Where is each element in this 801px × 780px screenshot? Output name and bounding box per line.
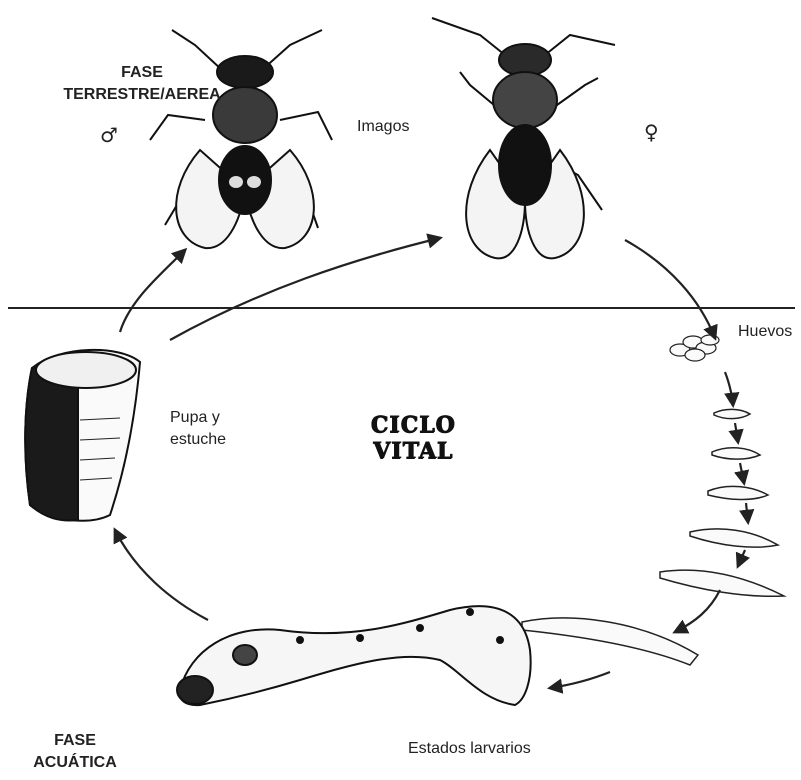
- small-larvae-illustration: [522, 409, 784, 665]
- large-larva-illustration: [177, 606, 531, 705]
- arrow-larva6-to-big: [550, 672, 610, 688]
- pupa-line1: Pupa y: [170, 407, 226, 429]
- arrow-pupa-to-female: [170, 238, 440, 340]
- arrow-larva1-to-2: [735, 423, 738, 442]
- arrow-eggs-to-larva1: [725, 372, 733, 405]
- cycle-title-line2: VITAL: [358, 438, 468, 464]
- phase-air-label: FASE TERRESTRE/AEREA: [62, 62, 222, 106]
- phase-air-line2: TERRESTRE/AEREA: [62, 84, 222, 106]
- cycle-title-line1: CICLO: [358, 412, 468, 438]
- arrow-big-to-pupa: [115, 530, 208, 620]
- arrow-larva5-to-6: [675, 590, 720, 632]
- pupa-label: Pupa y estuche: [170, 407, 226, 451]
- arrow-female-to-eggs: [625, 240, 715, 338]
- arrow-pupa-to-male: [120, 250, 185, 332]
- eggs-label: Huevos: [738, 323, 792, 341]
- eggs-illustration: [670, 335, 719, 361]
- pupa-case-illustration: [25, 350, 140, 521]
- arrow-larva3-to-4: [746, 503, 748, 522]
- male-symbol: ♂: [100, 123, 118, 147]
- female-fly-illustration: [432, 18, 615, 258]
- arrow-larva2-to-3: [740, 463, 744, 483]
- phase-water-line1: FASE: [25, 730, 125, 752]
- female-symbol: ♀: [644, 120, 659, 144]
- adults-label: Imagos: [357, 118, 409, 136]
- phase-water-line2: ACUÁTICA: [25, 752, 125, 774]
- cycle-title: CICLO VITAL: [358, 412, 468, 464]
- pupa-line2: estuche: [170, 429, 226, 451]
- phase-air-line1: FASE: [62, 62, 222, 84]
- arrow-larva4-to-5: [738, 550, 745, 566]
- phase-water-label: FASE ACUÁTICA: [25, 730, 125, 774]
- larvae-label: Estados larvarios: [408, 740, 531, 758]
